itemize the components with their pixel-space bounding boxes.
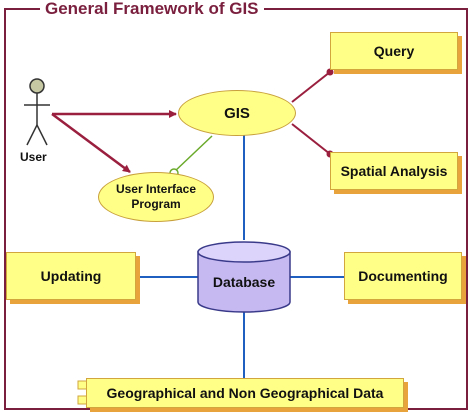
gis-spatial-analysis-connector [291,123,331,155]
user-actor-icon [24,78,50,146]
user-interface-program-node: User Interface Program [98,172,214,222]
query-node: Query [330,32,458,70]
ui-program-label-line-1: User Interface [115,182,197,196]
query-connector-dot [326,68,334,76]
spatial-analysis-label: Spatial Analysis [340,163,448,179]
diagram-title: General Framework of GIS [40,0,264,18]
updating-label: Updating [40,268,102,284]
database-label: Database [212,274,276,290]
gis-node-label: GIS [224,104,250,122]
gis-node: GIS [178,90,296,136]
documenting-label: Documenting [358,268,448,284]
updating-node: Updating [6,252,136,300]
geographical-data-node: Geographical and Non Geographical Data [86,378,404,408]
documenting-node: Documenting [344,252,462,300]
user-ui-program-arrow [51,112,131,174]
database-icon [197,241,291,313]
geographical-data-label: Geographical and Non Geographical Data [106,385,384,401]
spatial-analysis-node: Spatial Analysis [330,152,458,190]
ui-program-label-line-2: Program [131,197,181,211]
gis-interface-link [173,135,213,173]
query-label: Query [373,43,415,59]
user-actor-label: User [20,150,47,164]
gis-query-connector [291,71,331,103]
